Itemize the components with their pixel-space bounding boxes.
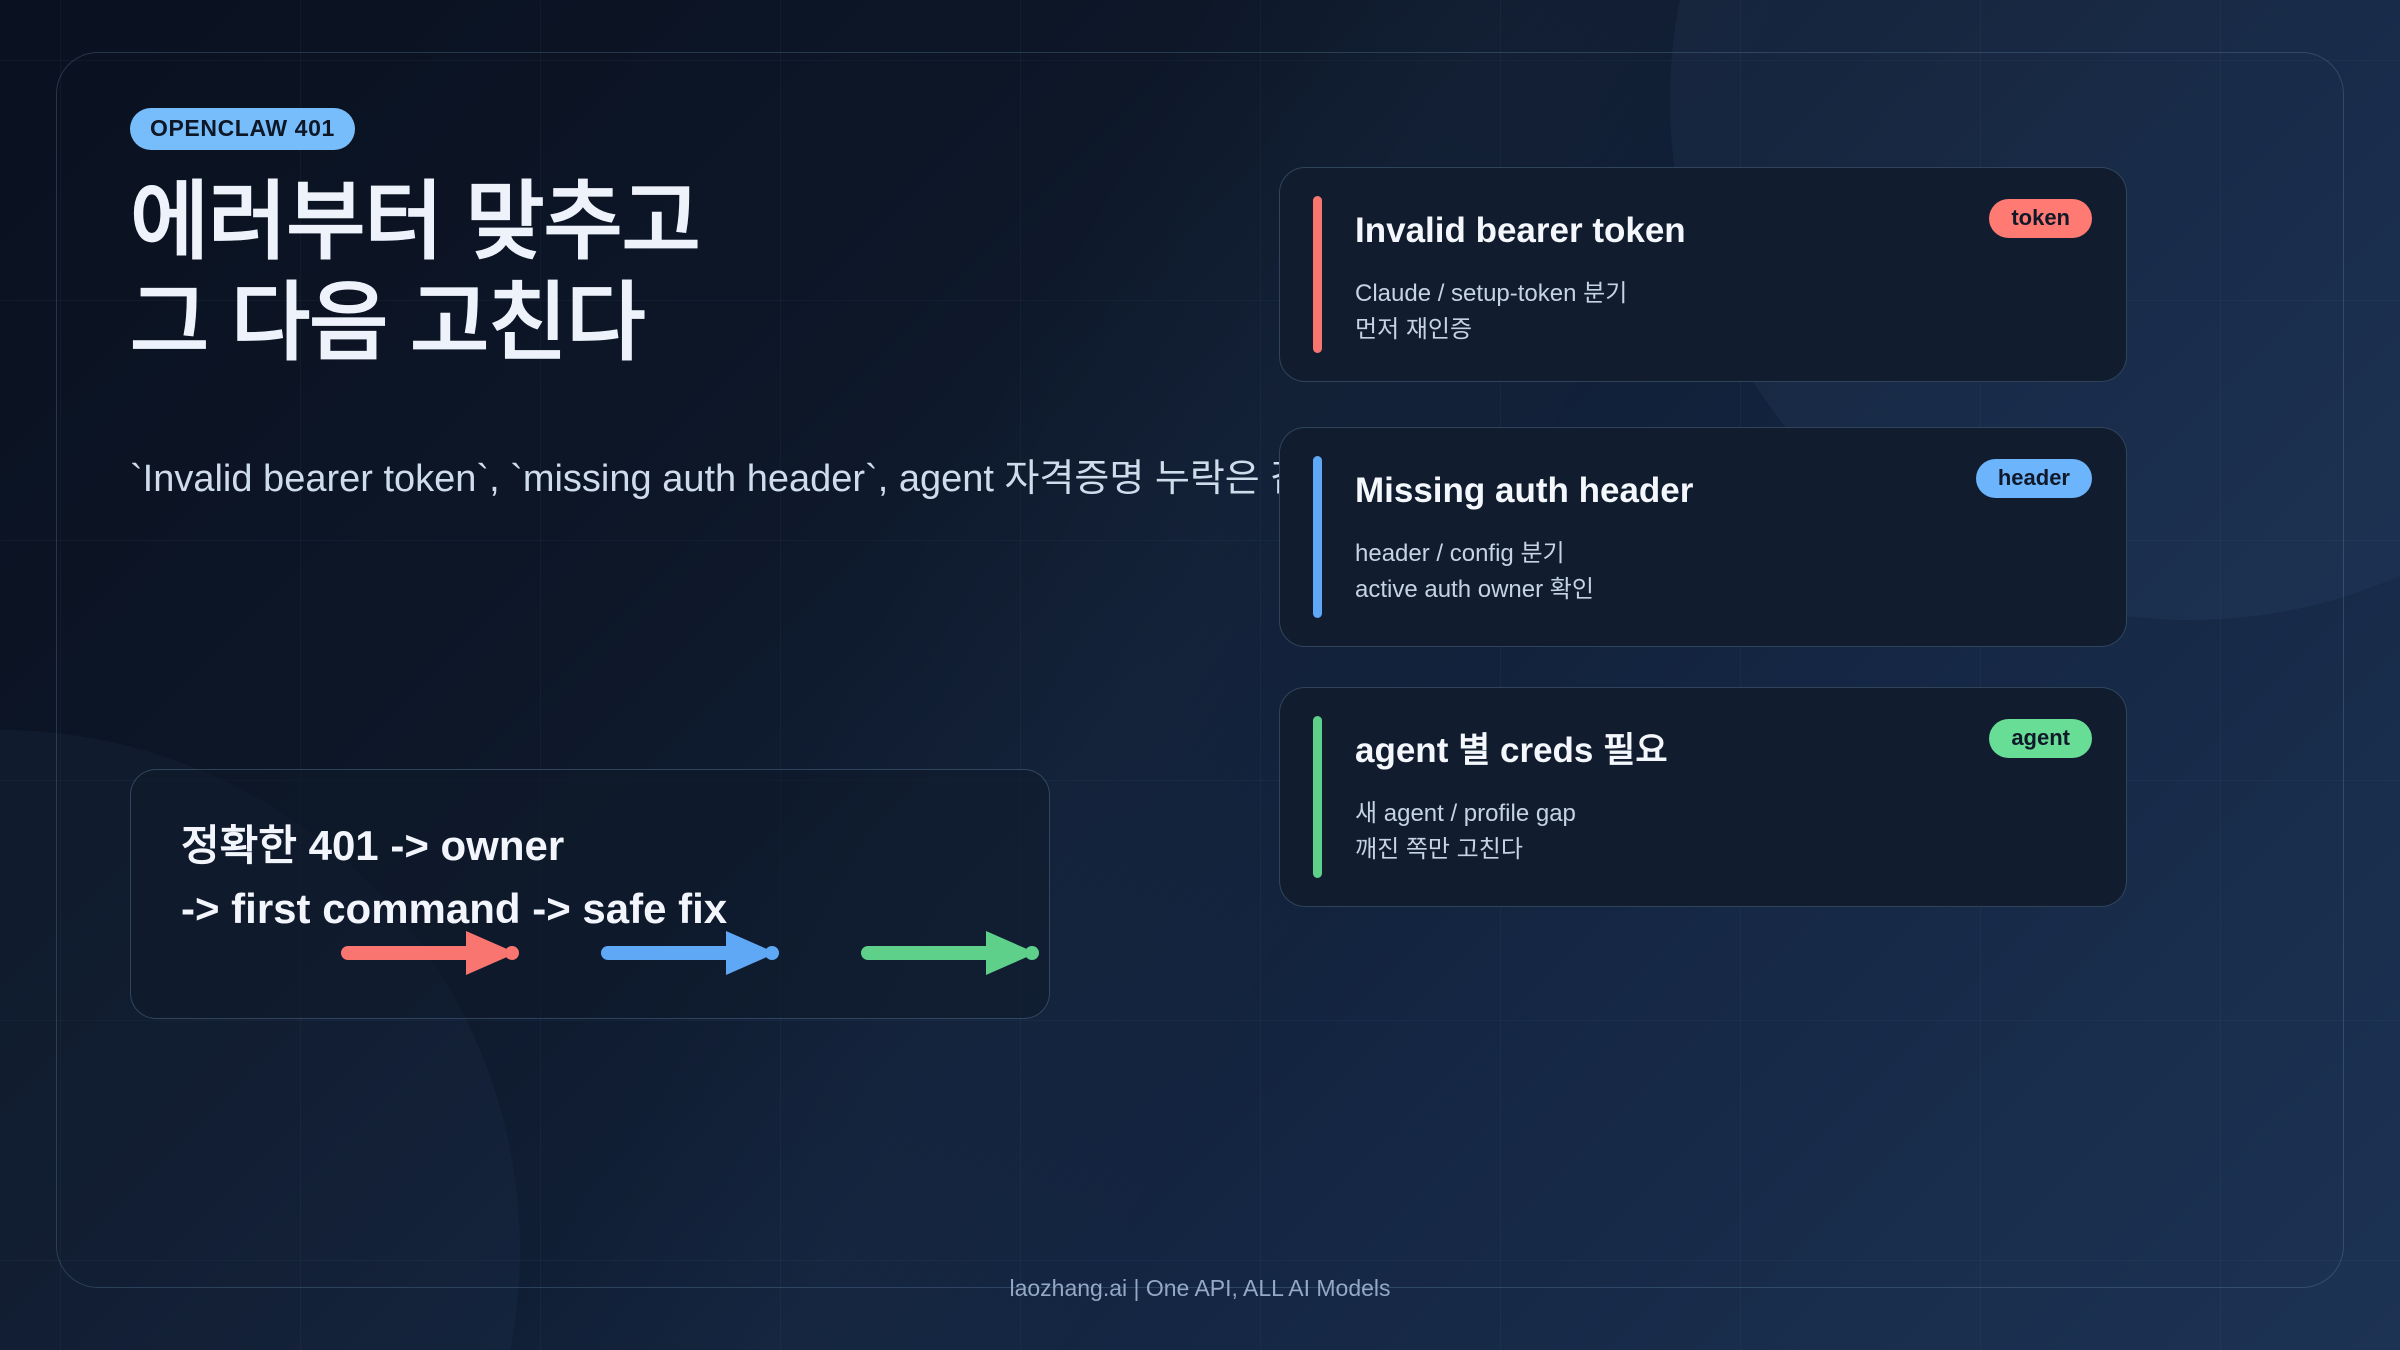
summary-line-1: 정확한 401 -> owner	[181, 822, 565, 869]
card-accent-bar	[1313, 716, 1322, 878]
card-description-line-2: active auth owner 확인	[1355, 575, 1594, 603]
page-subtitle: `Invalid bearer token`, `missing auth he…	[130, 457, 1421, 500]
card-body: Invalid bearer token Claude / setup-toke…	[1355, 210, 2090, 347]
card-body: agent 별 creds 필요 새 agent / profile gap 깨…	[1355, 730, 2090, 867]
arrow-red-icon	[341, 931, 519, 975]
card-title: Missing auth header	[1355, 471, 1694, 510]
card-description-line-1: Claude / setup-token 분기	[1355, 280, 1628, 307]
arrow-green-icon	[861, 931, 1039, 975]
card-title: Invalid bearer token	[1355, 211, 1686, 250]
arrow-blue-icon	[601, 931, 779, 975]
status-badge: agent	[1989, 719, 2092, 758]
footer-text: laozhang.ai | One API, ALL AI Models	[1009, 1275, 1391, 1301]
arrow-row	[340, 925, 1080, 981]
issue-card-token[interactable]: token Invalid bearer token Claude / setu…	[1279, 167, 2127, 382]
page-title-line-1: 에러부터 맞추고	[130, 174, 701, 270]
eyebrow-badge: OPENCLAW 401	[130, 108, 355, 150]
card-accent-bar	[1313, 456, 1322, 618]
card-description-line-2: 깨진 쪽만 고친다	[1355, 835, 1523, 863]
card-description-line-1: header / config 분기	[1355, 540, 1565, 567]
card-description: Claude / setup-token 분기 먼저 재인증	[1355, 276, 2090, 347]
card-description-line-2: 먼저 재인증	[1355, 315, 1473, 343]
card-title: agent 별 creds 필요	[1355, 731, 1668, 770]
card-body: Missing auth header header / config 분기 a…	[1355, 470, 2090, 607]
status-badge: token	[1989, 199, 2092, 238]
card-description-line-1: 새 agent / profile gap	[1355, 800, 1576, 827]
summary-box: 정확한 401 -> owner -> first command -> saf…	[130, 769, 1050, 1019]
page-title: 에러부터 맞추고 그 다음 고친다	[130, 172, 1310, 375]
status-badge: header	[1975, 459, 2092, 498]
page-title-line-2: 그 다음 고친다	[130, 275, 646, 372]
card-description: header / config 분기 active auth owner 확인	[1355, 536, 2090, 607]
summary-line-2: -> first command -> safe fix	[181, 885, 728, 932]
issue-card-agent[interactable]: agent agent 별 creds 필요 새 agent / profile…	[1279, 687, 2127, 907]
card-description: 새 agent / profile gap 깨진 쪽만 고친다	[1355, 796, 2090, 867]
card-accent-bar	[1313, 196, 1322, 353]
issue-card-header[interactable]: header Missing auth header header / conf…	[1279, 427, 2127, 647]
left-content-column: OPENCLAW 401 에러부터 맞추고 그 다음 고친다 `Invalid …	[130, 108, 1421, 508]
